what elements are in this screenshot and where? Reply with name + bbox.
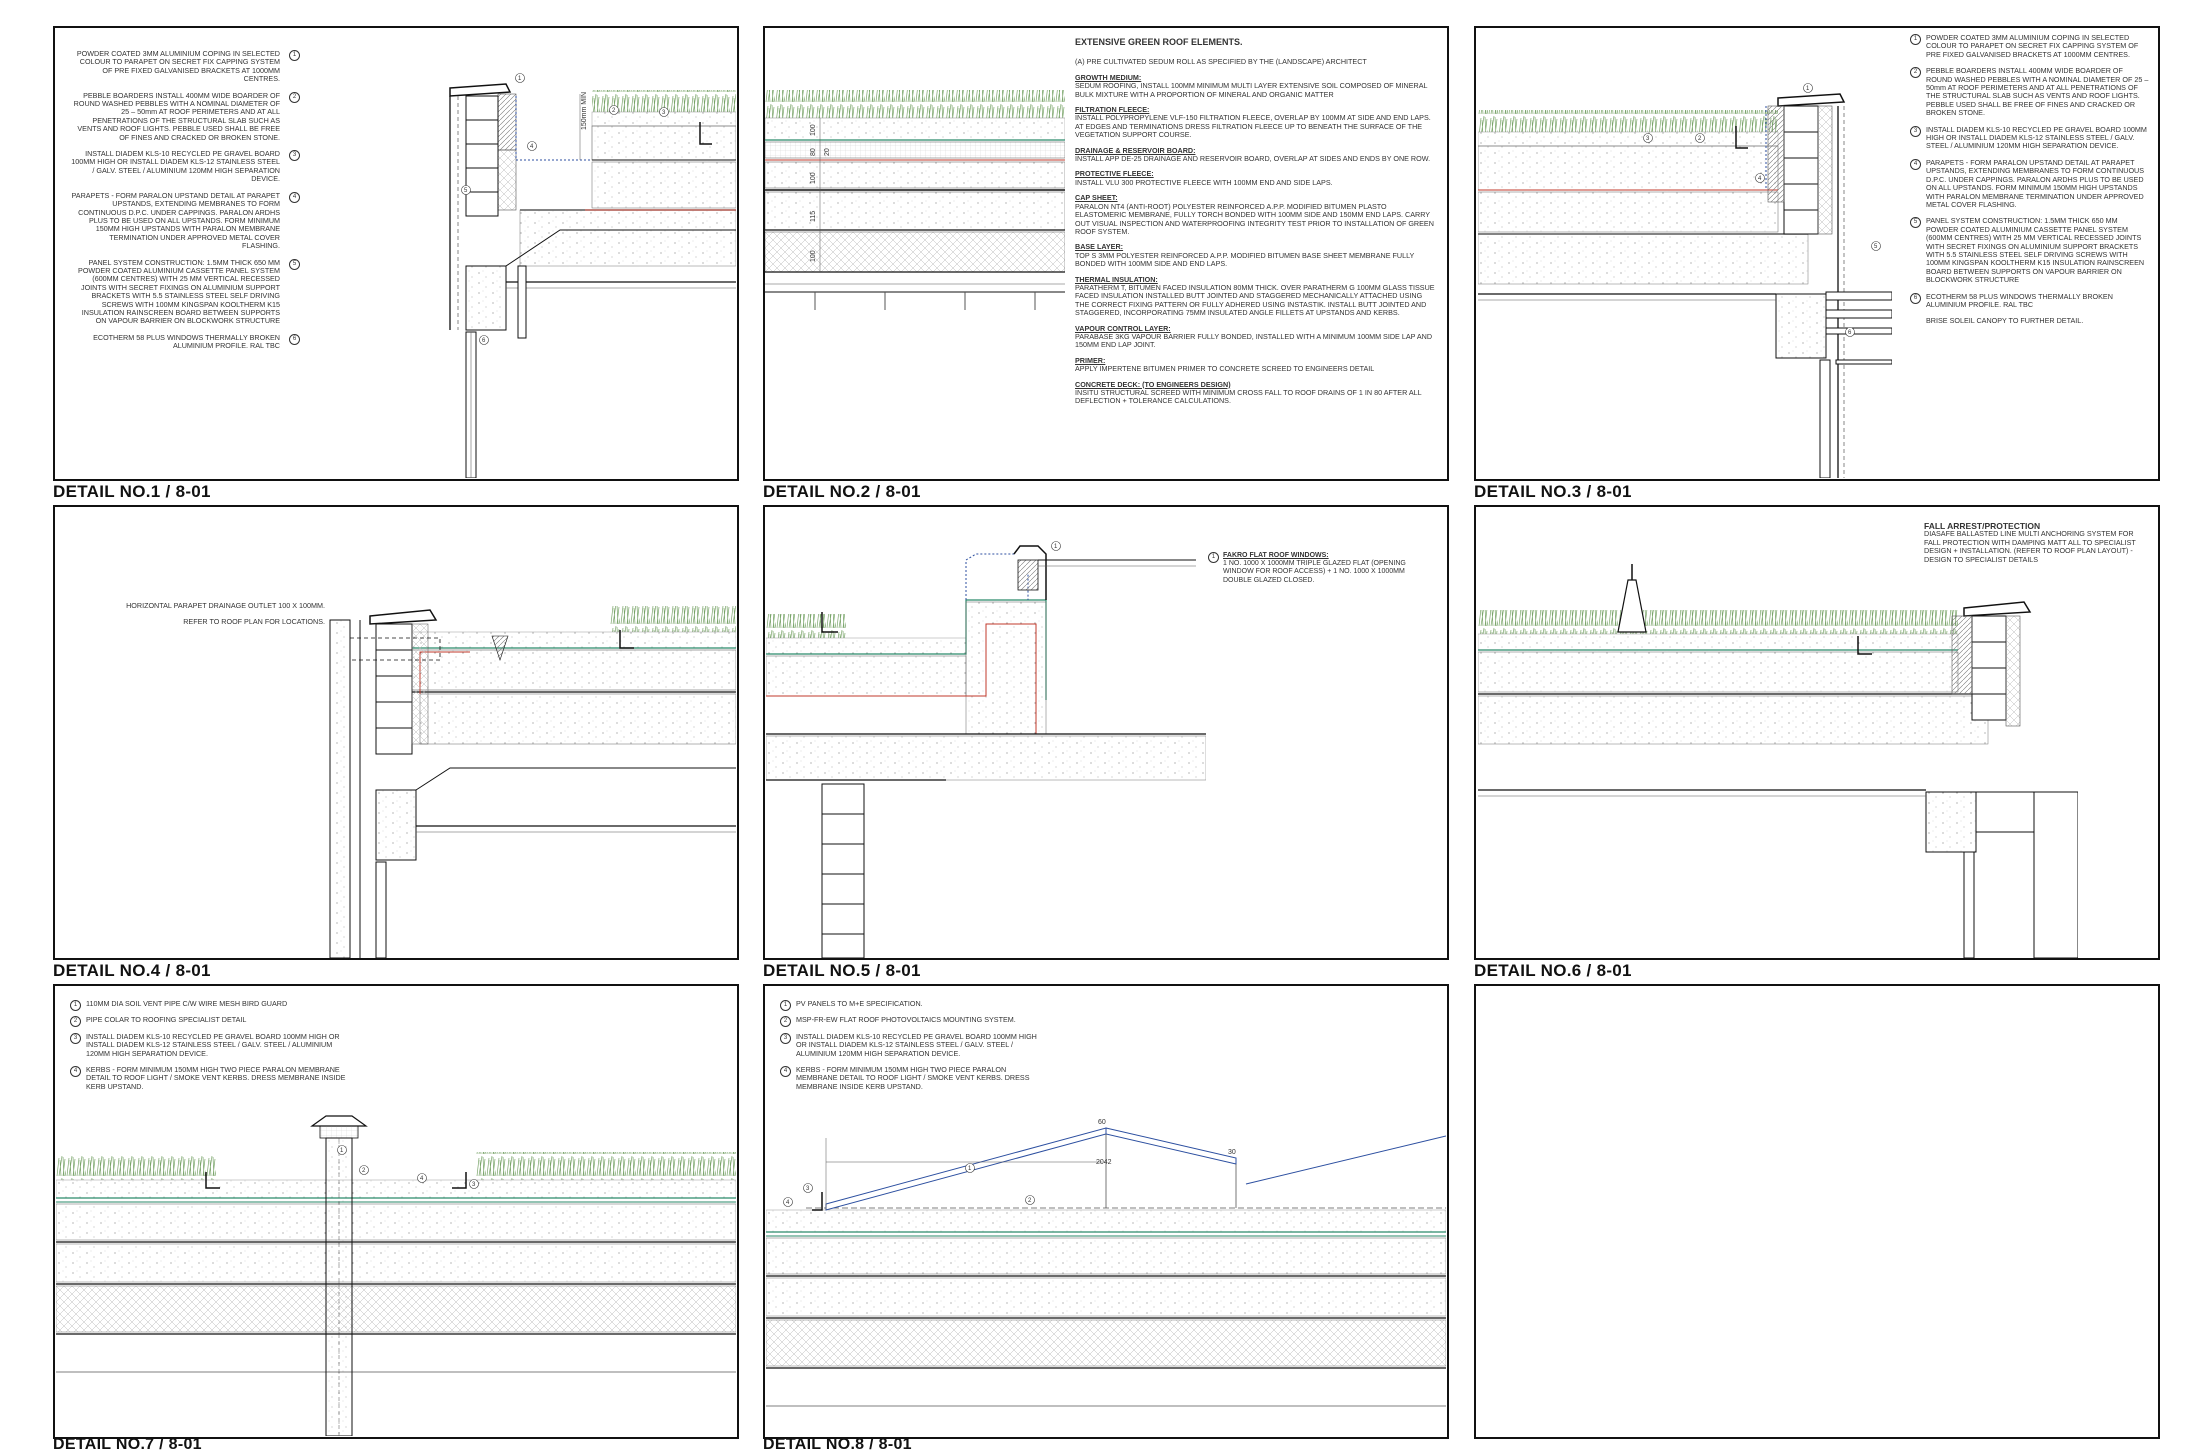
- detail-2-dim-4: 100: [810, 172, 817, 184]
- svg-text:1: 1: [1806, 86, 1810, 92]
- detail-2-green-roof-notes: EXTENSIVE GREEN ROOF ELEMENTS. (A) PRE C…: [1075, 37, 1435, 406]
- svg-text:3: 3: [806, 1186, 810, 1192]
- detail-1-notes: POWDER COATED 3MM ALUMINIUM COPING IN SE…: [70, 49, 300, 359]
- detail-1-section-drawing: 150mm MIN 1 2 3 4 5 6: [449, 73, 736, 478]
- svg-text:4: 4: [786, 1200, 790, 1206]
- svg-text:3: 3: [1646, 136, 1650, 142]
- svg-text:1: 1: [518, 76, 522, 82]
- detail-8-dim-60: 60: [1098, 1119, 1106, 1126]
- svg-text:1: 1: [968, 1166, 972, 1172]
- detail-2-dim-1: 100: [810, 124, 817, 136]
- detail-2-dim-3: 20: [824, 148, 831, 156]
- detail-4-title: DETAIL NO.4 / 8-01: [53, 961, 211, 980]
- green-roof-heading: EXTENSIVE GREEN ROOF ELEMENTS.: [1075, 37, 1243, 47]
- svg-text:5: 5: [464, 188, 468, 194]
- detail-9-panel-empty: [1474, 984, 2160, 1439]
- detail-2-dim-2: 80: [810, 148, 817, 156]
- svg-text:6: 6: [482, 338, 486, 344]
- svg-text:1: 1: [1054, 544, 1058, 550]
- detail-4-notes: HORIZONTAL PARAPET DRAINAGE OUTLET 100 X…: [126, 601, 325, 627]
- detail-2-dim-5: 115: [810, 211, 817, 222]
- svg-text:4: 4: [530, 144, 534, 150]
- detail-8-section-drawing: 60 2042 30 1 2 3 4: [766, 1119, 1446, 1407]
- detail-8-dim-2042: 2042: [1096, 1159, 1112, 1166]
- detail-7-section-drawing: 1 2 3 4: [56, 1115, 736, 1436]
- detail-2-soffit-drawing: [765, 283, 1065, 310]
- svg-text:3: 3: [662, 110, 666, 116]
- svg-text:6: 6: [1848, 330, 1852, 336]
- svg-text:2: 2: [1698, 136, 1702, 142]
- detail-4-section-drawing: [329, 606, 736, 958]
- detail-6-fall-arrest-note: FALL ARREST/PROTECTION DIASAFE BALLASTED…: [1924, 521, 2136, 564]
- svg-text:3: 3: [472, 1182, 476, 1188]
- detail-3-brise-soleil-note: BRISE SOLEIL CANOPY TO FURTHER DETAIL.: [1926, 316, 2084, 326]
- detail-5-panel: [763, 505, 1449, 960]
- detail-2-layer-drawing: 100 80 20 100 115 100: [765, 90, 1065, 273]
- svg-text:4: 4: [420, 1176, 424, 1182]
- detail-7-title: DETAIL NO.7 / 8-01: [53, 1436, 202, 1453]
- detail-1-dim-label: 150mm MIN: [581, 92, 588, 130]
- detail-8-dim-30: 30: [1228, 1149, 1236, 1156]
- svg-text:2: 2: [1028, 1198, 1032, 1204]
- detail-5-section-drawing: 1: [766, 541, 1206, 958]
- svg-text:1: 1: [340, 1148, 344, 1154]
- detail-3-section-drawing: 1 2 3 4 5 6: [1478, 83, 1892, 478]
- detail-6-title: DETAIL NO.6 / 8-01: [1474, 961, 1632, 980]
- detail-1-title: DETAIL NO.1 / 8-01: [53, 482, 211, 501]
- svg-text:2: 2: [362, 1168, 366, 1174]
- detail-6-section-drawing: [1478, 564, 2078, 958]
- svg-text:5: 5: [1874, 244, 1878, 250]
- svg-text:4: 4: [1758, 176, 1762, 182]
- detail-8-title: DETAIL NO.8 / 8-01: [763, 1436, 912, 1453]
- detail-5-title: DETAIL NO.5 / 8-01: [763, 961, 921, 980]
- detail-2-title: DETAIL NO.2 / 8-01: [763, 482, 921, 501]
- detail-2-dim-6: 100: [810, 250, 817, 262]
- detail-3-title: DETAIL NO.3 / 8-01: [1474, 482, 1632, 501]
- svg-text:2: 2: [612, 108, 616, 114]
